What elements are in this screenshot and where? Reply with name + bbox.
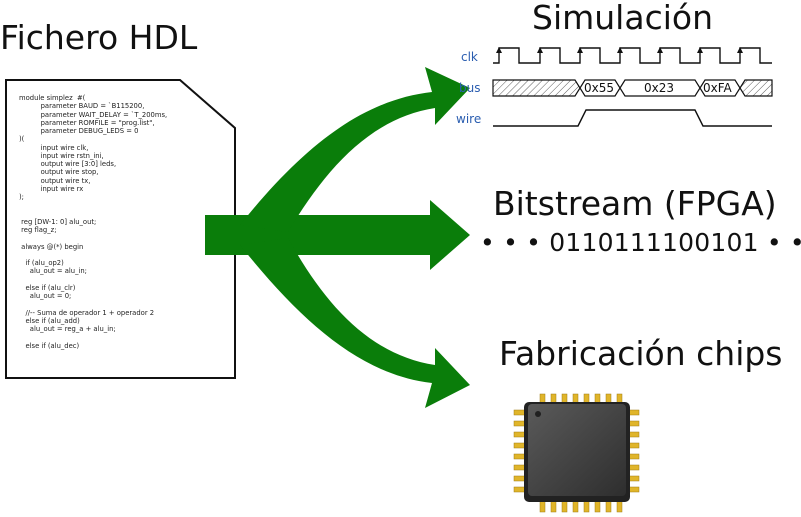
code-line: always @(*) begin [19,242,84,251]
waveform [492,47,773,127]
chip-icon [513,393,640,513]
bitstream-title: Bitstream (FPGA) [493,184,777,223]
hdl-file-title: Fichero HDL [0,18,198,57]
code-line: if (alu_op2) [19,259,64,267]
simulation-title: Simulación [532,0,713,37]
code-line: alu_out = reg_a + alu_in; [19,325,116,333]
code-line: output wire [3:0] leds, [19,160,117,168]
bus-value-0: 0x55 [584,81,615,95]
code-line: parameter BAUD = `B115200, [19,102,145,111]
clk-wave [493,47,772,64]
code-line: reg flag_z; [19,226,57,234]
code-line: output wire stop, [19,168,99,177]
bus-value-2: 0xFA [703,81,732,95]
bitstream-line: • • • 0110111100101 • • • [480,228,801,257]
code-line [19,210,167,218]
code-line: module simplez #( [19,94,86,102]
hdl-code: module simplez #( parameter BAUD = `B115… [19,94,167,350]
code-line: parameter ROMFILE = "prog.list", [19,118,155,127]
code-line: input wire rstn_ini, [19,151,104,160]
code-line: else if (alu_add) [19,316,80,325]
code-line [19,234,167,242]
bitstream-dots-right: • • • [766,228,801,257]
arrow-chips [240,238,470,408]
arrow-bitstream [205,200,470,270]
signal-label-bus: bus [459,81,481,95]
code-line: alu_out = 0; [19,292,72,300]
code-line: output wire tx, [19,176,91,185]
arrow-simulation [240,67,470,232]
code-line: reg [DW-1: 0] alu_out; [19,217,97,226]
code-line: parameter DEBUG_LEDS = 0 [19,127,139,135]
code-line [19,333,167,341]
code-line: input wire clk, [19,143,89,152]
code-line [19,201,167,209]
code-line [19,251,167,259]
code-line [19,300,167,308]
code-line: else if (alu_clr) [19,283,76,292]
bus-value-1: 0x23 [644,81,675,95]
chip-fab-title: Fabricación chips [499,334,783,373]
signal-label-clk: clk [461,50,478,64]
code-line: alu_out = alu_in; [19,267,87,276]
signal-label-wire: wire [456,112,482,126]
code-line: else if (alu_dec) [19,341,80,350]
code-line: //-- Suma de operador 1 + operador 2 [19,308,155,317]
code-line [19,276,167,284]
code-line: parameter WAIT_DELAY = `T_200ms, [19,110,168,119]
code-line: )( [19,135,25,144]
flow-arrows [205,67,470,408]
bitstream-value: 0110111100101 [549,228,759,257]
code-line: ); [19,193,24,201]
bitstream-dots-left: • • • [480,228,542,257]
code-line: input wire rx [19,184,84,193]
wire-wave [493,109,772,127]
